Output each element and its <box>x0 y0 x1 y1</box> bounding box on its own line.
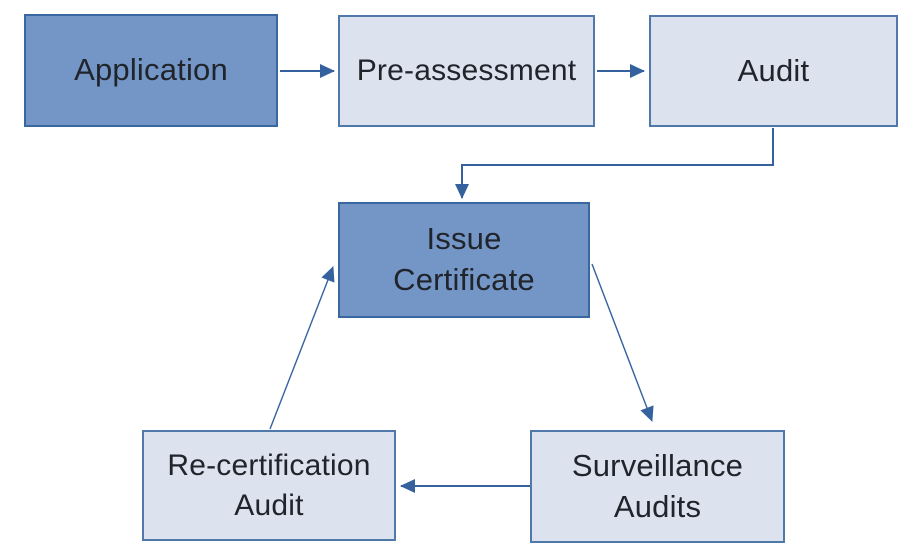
node-re-certification-audit-line2: Audit <box>234 488 304 522</box>
node-audit-label: Audit <box>737 52 810 88</box>
node-issue-certificate-line1: Issue <box>426 221 502 257</box>
edge-audit-issuecertificate <box>455 128 774 199</box>
node-audit: Audit <box>649 15 898 127</box>
node-surveillance-audits-line1: Surveillance <box>571 447 744 483</box>
node-re-certification-audit-line1: Re-certification <box>167 448 371 482</box>
node-pre-assessment: Pre-assessment <box>338 15 595 127</box>
node-issue-certificate: Issue Certificate <box>338 202 590 318</box>
node-issue-certificate-line2: Certificate <box>393 262 535 297</box>
edge-issuecertificate-surveillance <box>591 263 654 422</box>
node-pre-assessment-label: Pre-assessment <box>356 54 577 88</box>
node-surveillance-audits-line2: Audits <box>613 488 702 524</box>
edge-recertification-issuecertificate <box>269 266 335 430</box>
node-application-label: Application <box>74 52 228 88</box>
node-re-certification-audit: Re-certification Audit <box>142 430 396 541</box>
node-surveillance-audits: Surveillance Audits <box>530 430 785 543</box>
node-application: Application <box>24 14 278 127</box>
